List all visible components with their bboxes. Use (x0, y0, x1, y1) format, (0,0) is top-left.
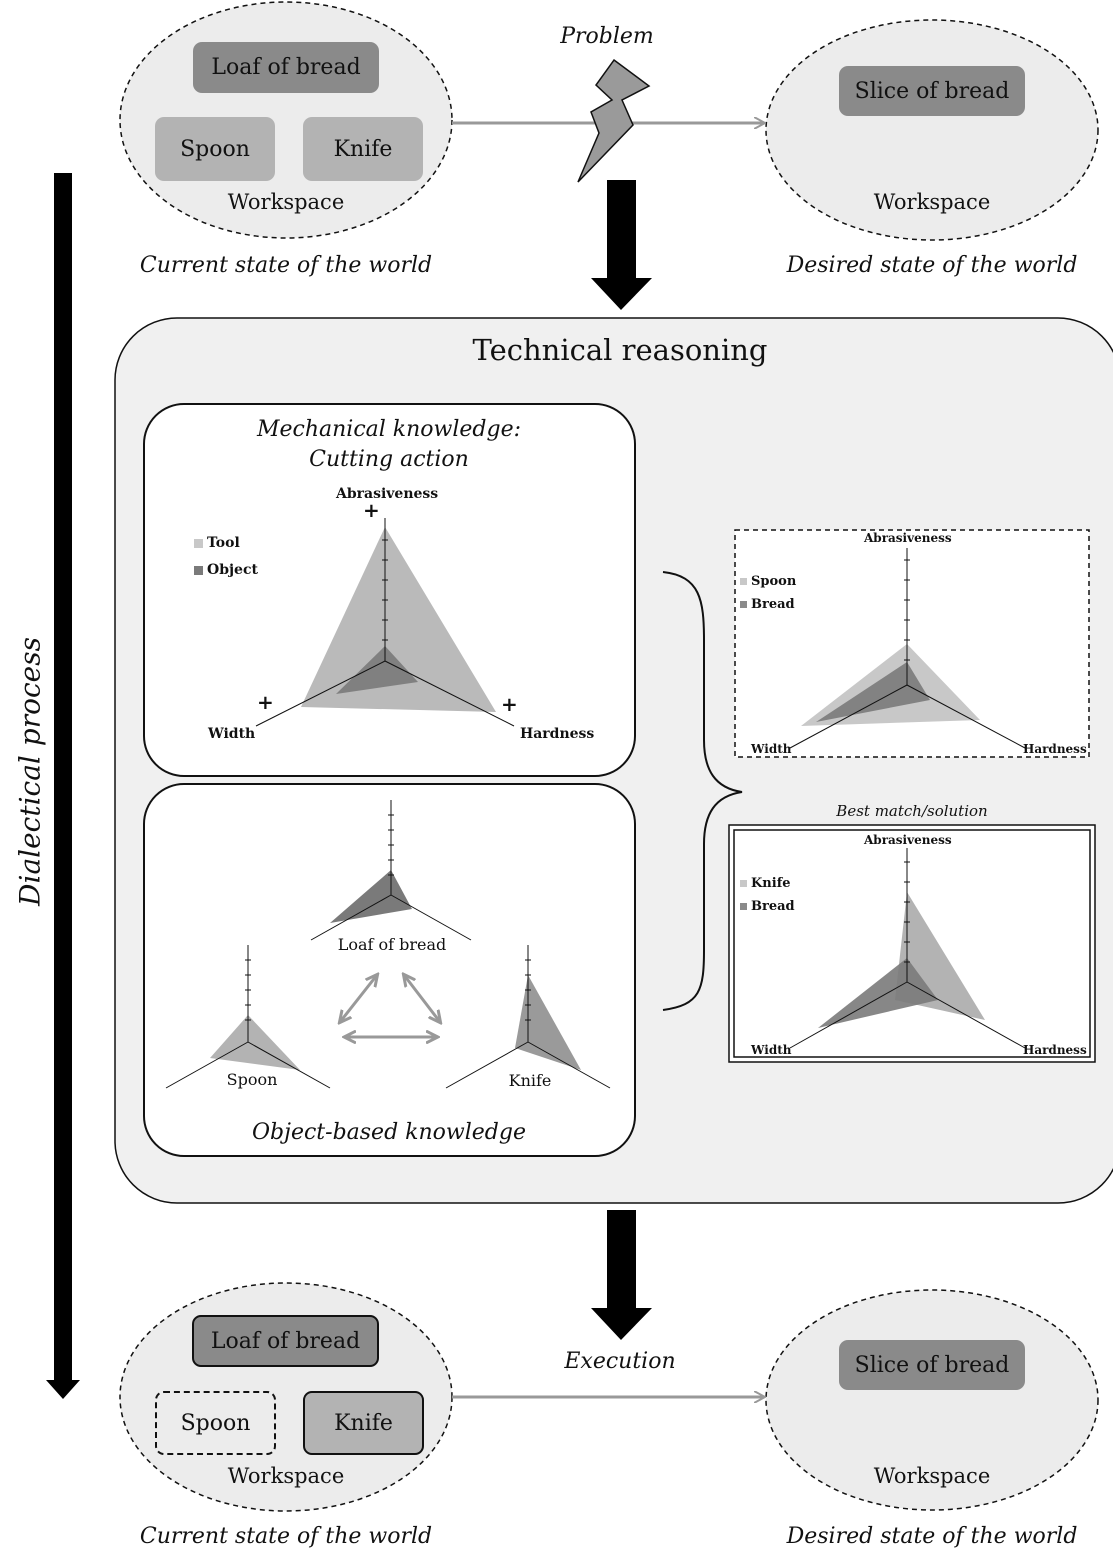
object-based-title: Object-based knowledge (252, 1120, 526, 1145)
top-desired-workspace-label: Workspace (873, 190, 991, 214)
top-current-workspace-label: Workspace (227, 190, 345, 214)
bottom-desired-workspace-label: Workspace (873, 1464, 991, 1488)
loaf-radar-chart (310, 800, 472, 941)
top-current-caption: Current state of the world (139, 253, 433, 278)
mech-plus-width: + (257, 690, 274, 714)
legend-bread-2-label: Bread (751, 899, 795, 914)
down-arrow-bottom (591, 1210, 652, 1340)
knife-chart-axis-hardness: Hardness (1023, 1043, 1087, 1057)
dialectical-arrow-shaft (54, 173, 72, 1383)
spoon-chart-axis-hardness: Hardness (1023, 742, 1087, 756)
knife-chart-axis-width: Width (751, 1043, 792, 1057)
spoon-comparison-box (734, 529, 1090, 758)
legend-bread-2: Bread (740, 899, 795, 914)
mech-axis-abrasiveness: Abrasiveness (336, 486, 439, 502)
top-slice-of-bread-box: Slice of bread (839, 66, 1025, 116)
problem-label: Problem (560, 24, 654, 49)
spoon-radar-chart (165, 945, 331, 1089)
legend-knife-label: Knife (751, 876, 791, 891)
obj-loaf-label: Loaf of bread (337, 935, 447, 954)
bottom-current-workspace-label: Workspace (227, 1464, 345, 1488)
lightning-bolt-icon (577, 58, 651, 183)
bottom-knife-box: Knife (303, 1391, 424, 1455)
bottom-slice-of-bread-box: Slice of bread (839, 1340, 1025, 1390)
compare-arrow-left (340, 975, 377, 1022)
mech-axis-hardness: Hardness (520, 726, 595, 742)
top-desired-caption: Desired state of the world (786, 253, 1078, 278)
execution-label: Execution (564, 1349, 676, 1374)
spoon-bread-radar-chart (789, 548, 1026, 749)
legend-tool-label: Tool (207, 535, 240, 551)
legend-object: Object (194, 562, 258, 578)
bottom-current-caption: Current state of the world (139, 1524, 433, 1549)
bottom-spoon-box: Spoon (155, 1391, 276, 1455)
legend-knife: Knife (740, 876, 791, 891)
mechanical-radar-chart (255, 518, 515, 727)
top-knife-box: Knife (303, 117, 423, 181)
object-area (336, 646, 418, 694)
legend-tool: Tool (194, 535, 240, 551)
compare-arrow-right (404, 975, 440, 1022)
mech-plus-hardness: + (501, 692, 518, 716)
mechanical-title-line1: Mechanical knowledge: (256, 417, 522, 442)
dialectical-process-label: Dialectical process (13, 637, 47, 906)
obj-knife-label: Knife (508, 1071, 552, 1090)
spoon-chart-axis-abrasiveness: Abrasiveness (864, 531, 952, 545)
knife-bread-radar-chart (789, 848, 1026, 1049)
knife-radar-chart (445, 945, 611, 1089)
top-loaf-of-bread-box: Loaf of bread (193, 42, 379, 93)
legend-object-label: Object (207, 562, 258, 578)
mechanical-title-line2: Cutting action (309, 447, 469, 472)
legend-bread-1: Bread (740, 597, 795, 612)
down-arrow-top (591, 180, 652, 310)
bottom-loaf-of-bread-box: Loaf of bread (192, 1315, 379, 1367)
object-knowledge-panel (143, 783, 636, 1157)
tool-area (301, 527, 496, 712)
legend-bread-1-label: Bread (751, 597, 795, 612)
top-spoon-box: Spoon (155, 117, 275, 181)
mech-axis-width: Width (208, 726, 256, 742)
best-match-label: Best match/solution (836, 802, 988, 820)
bottom-desired-caption: Desired state of the world (786, 1524, 1078, 1549)
technical-reasoning-title: Technical reasoning (472, 333, 768, 367)
mech-plus-abrasiveness: + (363, 498, 380, 522)
dialectical-arrow-head (46, 1380, 80, 1399)
legend-spoon: Spoon (740, 574, 796, 589)
legend-spoon-label: Spoon (751, 574, 797, 589)
spoon-chart-axis-width: Width (751, 742, 792, 756)
knife-chart-axis-abrasiveness: Abrasiveness (864, 833, 952, 847)
obj-spoon-label: Spoon (226, 1070, 278, 1089)
curly-brace (662, 571, 743, 1011)
